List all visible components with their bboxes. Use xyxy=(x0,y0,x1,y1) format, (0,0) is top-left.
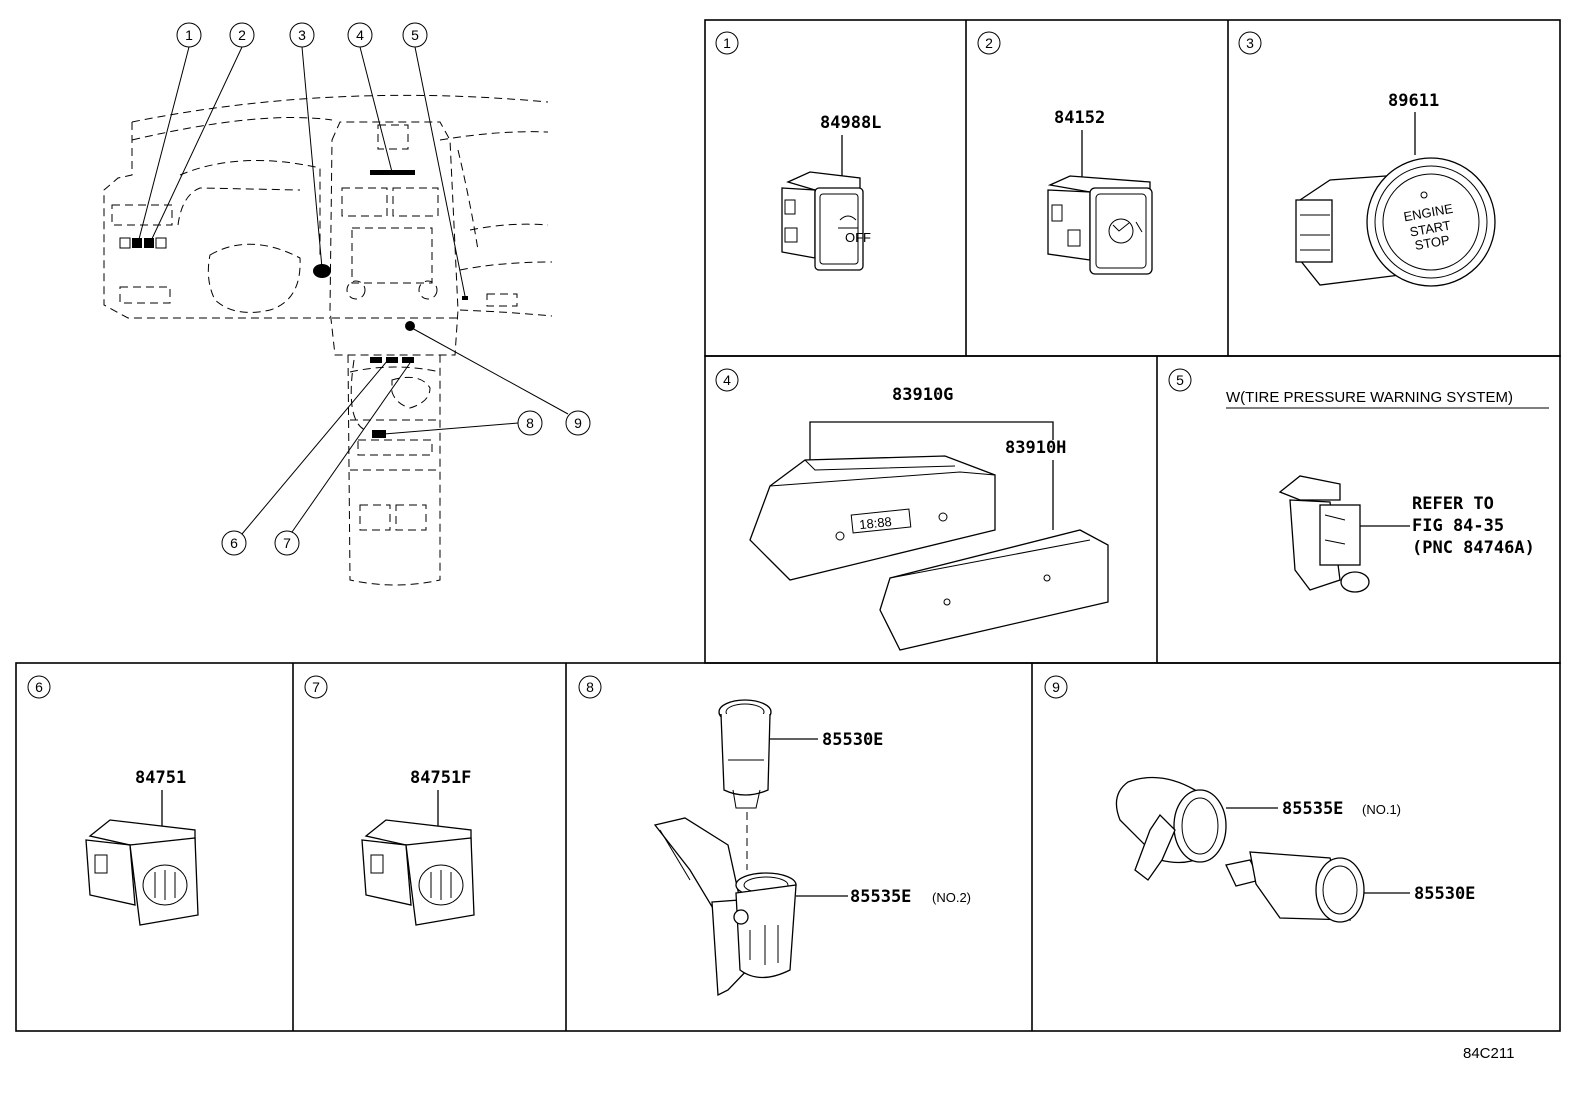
marker-7 xyxy=(402,357,414,363)
refer-pnc: (PNC 84746A) xyxy=(1412,538,1535,558)
panel-8: 8 85530E 85535E (NO.2) xyxy=(578,675,971,997)
part-number-85530E-p9: 85530E xyxy=(1414,884,1475,904)
switch-icon xyxy=(361,819,475,926)
svg-text:9: 9 xyxy=(1052,679,1060,695)
part-note-no2: (NO.2) xyxy=(932,890,971,905)
marker-9 xyxy=(405,321,415,331)
part-number-85535E-no2: 85535E xyxy=(850,887,911,907)
switch-icon xyxy=(85,819,199,926)
dashboard-overview: 1 2 3 4 5 8 9 xyxy=(103,22,591,586)
circled-number-icon xyxy=(715,368,739,392)
panel-6: 6 84751 xyxy=(27,675,199,926)
svg-text:3: 3 xyxy=(1246,35,1254,51)
callout-5: 5 xyxy=(402,22,466,297)
marker-1 xyxy=(132,238,142,248)
part-number-83910G: 83910G xyxy=(892,385,953,405)
refer-figure: FIG 84-35 xyxy=(1412,516,1504,536)
svg-text:5: 5 xyxy=(1176,372,1184,388)
callout-4: 4 xyxy=(347,22,393,173)
part-number-83910H: 83910H xyxy=(1005,438,1066,458)
panel-3: 3 89611 ENGINE START STOP xyxy=(1238,31,1496,287)
circled-number-icon xyxy=(1238,31,1262,55)
marker-2 xyxy=(144,238,154,248)
svg-text:4: 4 xyxy=(723,372,731,388)
svg-text:STOP: STOP xyxy=(1414,232,1451,253)
marker-6b xyxy=(386,357,398,363)
circled-number-icon xyxy=(27,675,51,699)
callout-6: 6 xyxy=(221,359,389,556)
svg-text:1: 1 xyxy=(723,35,731,51)
circled-number-icon xyxy=(304,675,328,699)
svg-text:5: 5 xyxy=(411,27,419,43)
part-number-89611: 89611 xyxy=(1388,91,1439,111)
part-number-84988L: 84988L xyxy=(820,113,881,133)
svg-text:3: 3 xyxy=(298,27,306,43)
svg-text:18:88: 18:88 xyxy=(858,514,892,532)
panel-5: 5 W(TIRE PRESSURE WARNING SYSTEM) REFER … xyxy=(1168,368,1549,593)
svg-text:1: 1 xyxy=(185,27,193,43)
panel-2: 2 84152 xyxy=(977,31,1153,275)
part-number-84751F: 84751F xyxy=(410,768,471,788)
engine-start-button-icon: ENGINE START STOP xyxy=(1295,157,1496,287)
circled-number-icon xyxy=(1168,368,1192,392)
panel-4: 4 83910G 83910H 18:88 xyxy=(715,368,1109,651)
part-number-84152: 84152 xyxy=(1054,108,1105,128)
part-note-no1: (NO.1) xyxy=(1362,802,1401,817)
svg-text:8: 8 xyxy=(526,415,534,431)
callout-8: 8 xyxy=(383,410,543,436)
svg-text:6: 6 xyxy=(35,679,43,695)
marker-6 xyxy=(370,357,382,363)
callout-9: 9 xyxy=(409,326,591,436)
part-number-85530E: 85530E xyxy=(822,730,883,750)
circled-number-icon xyxy=(715,31,739,55)
svg-text:2: 2 xyxy=(985,35,993,51)
marker-3 xyxy=(313,264,331,278)
part-number-84751: 84751 xyxy=(135,768,186,788)
clock-panel-icon: 18:88 xyxy=(749,455,1109,651)
marker-5 xyxy=(462,296,468,300)
svg-text:7: 7 xyxy=(312,679,320,695)
svg-text:7: 7 xyxy=(283,535,291,551)
marker-8 xyxy=(372,430,386,438)
socket-icon xyxy=(1225,851,1365,923)
circled-number-icon xyxy=(578,675,602,699)
condition-note: W(TIRE PRESSURE WARNING SYSTEM) xyxy=(1226,389,1513,406)
switch-icon xyxy=(1047,175,1153,275)
svg-text:6: 6 xyxy=(230,535,238,551)
figure-code: 84C211 xyxy=(1463,1045,1514,1062)
callout-1: 1 xyxy=(137,22,202,244)
circled-number-icon xyxy=(1044,675,1068,699)
switch-icon: OFF xyxy=(781,171,871,271)
panel-1: 1 84988L OFF xyxy=(715,31,881,271)
socket-icon xyxy=(1115,776,1227,881)
svg-text:9: 9 xyxy=(574,415,582,431)
callout-7: 7 xyxy=(274,362,411,556)
circled-number-icon xyxy=(977,31,1001,55)
part-number-85535E-no1: 85535E xyxy=(1282,799,1343,819)
svg-text:8: 8 xyxy=(586,679,594,695)
socket-icon xyxy=(653,817,797,997)
marker-4 xyxy=(370,170,415,175)
panel-9: 9 85535E (NO.1) 85530E xyxy=(1044,675,1475,923)
svg-text:START: START xyxy=(1409,218,1452,240)
panel-grid xyxy=(15,19,1561,1032)
svg-text:OFF: OFF xyxy=(845,230,871,245)
svg-text:2: 2 xyxy=(238,27,246,43)
switch-icon xyxy=(1278,475,1370,593)
refer-note: REFER TO xyxy=(1412,494,1494,514)
callout-2: 2 xyxy=(149,22,255,244)
svg-text:4: 4 xyxy=(356,27,364,43)
socket-icon xyxy=(718,699,772,870)
panel-7: 7 84751F xyxy=(304,675,475,926)
callout-3: 3 xyxy=(289,22,323,269)
